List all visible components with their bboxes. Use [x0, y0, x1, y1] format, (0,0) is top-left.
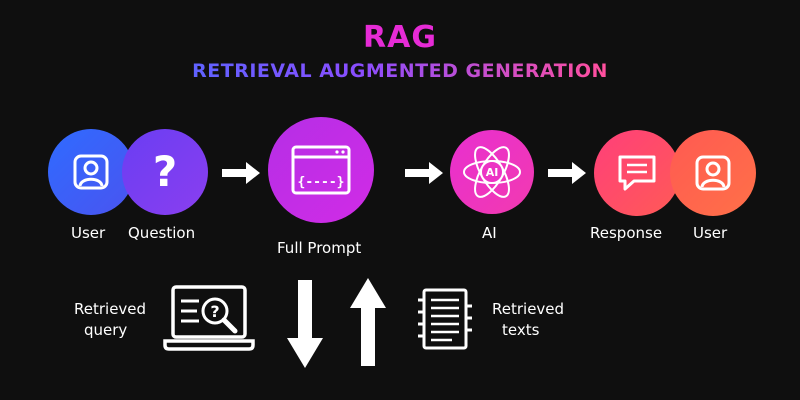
- question-label: Question: [128, 224, 196, 242]
- user-portrait-icon: [695, 155, 731, 191]
- user-start-label: User: [71, 224, 106, 242]
- ai-node: AI: [450, 130, 534, 214]
- retrieved-texts-line1: Retrieved: [492, 300, 565, 318]
- user-end-label: User: [693, 224, 728, 242]
- code-braces-glyph: {----}: [297, 175, 345, 190]
- user-end-node: [670, 130, 756, 216]
- laptop-search-icon: ?: [163, 285, 255, 351]
- retrieved-query-line2: query: [84, 321, 128, 339]
- diagram-title: RAG: [363, 20, 437, 55]
- question-node: ?: [122, 129, 208, 215]
- retrieved-texts-line2: texts: [502, 321, 540, 339]
- chat-bubble-icon: [618, 155, 656, 191]
- full-prompt-node: {----}: [268, 117, 374, 223]
- full-prompt-label: Full Prompt: [277, 239, 362, 257]
- question-mark-icon: ?: [152, 147, 178, 196]
- user-start-node: [48, 129, 134, 215]
- response-label: Response: [590, 224, 663, 242]
- code-window-icon: [291, 145, 351, 195]
- retrieved-query-label: Retrieved query: [74, 299, 146, 341]
- response-node: [594, 130, 680, 216]
- retrieved-query-line1: Retrieved: [74, 300, 147, 318]
- retrieved-texts-label: Retrieved texts: [492, 299, 564, 341]
- ai-glyph: AI: [485, 165, 499, 179]
- arrow-right-icon: [222, 162, 260, 184]
- ai-atom-icon: [463, 146, 521, 198]
- user-portrait-icon: [73, 154, 109, 190]
- document-stack-icon: [418, 288, 472, 350]
- ai-label: AI: [482, 224, 497, 242]
- svg-text:?: ?: [210, 302, 219, 321]
- arrow-right-icon: [548, 162, 586, 184]
- arrow-down-icon: [287, 280, 323, 368]
- arrow-up-icon: [350, 278, 386, 366]
- diagram-subtitle: RETRIEVAL AUGMENTED GENERATION: [0, 60, 800, 82]
- arrow-right-icon: [405, 162, 443, 184]
